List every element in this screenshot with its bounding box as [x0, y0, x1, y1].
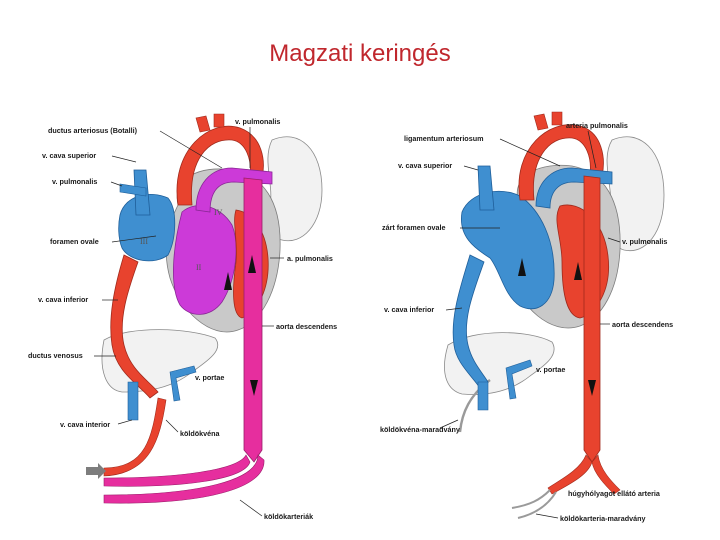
label-adult-vci: v. cava inferior: [384, 305, 434, 314]
fetal-flow-arrow: [224, 272, 232, 290]
label-foramen-ovale: foramen ovale: [50, 237, 99, 246]
fetal-pulm-vein-left: [119, 183, 147, 197]
label-vpulm-left: v. pulmonalis: [52, 177, 97, 186]
fetal-left-heart-mixed: [173, 205, 237, 315]
fetal-descending-aorta: [243, 177, 263, 463]
leader-line: [445, 307, 463, 311]
label-arteria-pulmonalis: arteria pulmonalis: [566, 121, 628, 130]
leader-line: [439, 419, 459, 429]
fetal-numeral-ra: III: [140, 237, 148, 246]
fetal-umbilical-vein: [103, 397, 167, 477]
adult-flow-arrow: [574, 262, 582, 280]
adult-iliac-branches: [547, 454, 621, 495]
label-adult-vpulm: v. pulmonalis: [622, 237, 667, 246]
label-arteria: arteria pulmonalis: [566, 121, 628, 130]
adult-flow-arrow: [588, 380, 596, 396]
leader-line: [587, 130, 597, 169]
label-v-portae: v. portae: [195, 373, 224, 382]
leader-line: [117, 419, 133, 425]
adult-arch-branch-2: [551, 111, 563, 126]
fetal-lung: [267, 136, 323, 242]
fetal-lower-ivc: [127, 381, 139, 421]
fetal-umbilical-arteries: [103, 454, 265, 504]
label-vci-upper: v. cava inferior: [38, 295, 88, 304]
label-koldokarteria-maradvany: köldökarteria-maradvány: [560, 514, 646, 523]
label-ductus-arteriosus: ductus arteriosus (Botalli): [48, 126, 138, 135]
label-koldokarteriak: köldökarteriák: [264, 512, 313, 521]
label-adult-aorta-desc: aorta descendens: [612, 320, 673, 329]
fetal-flow-arrow: [250, 380, 258, 396]
fetal-ivc-ductus-venosus: [110, 254, 159, 399]
adult-right-heart: [460, 190, 555, 310]
leader-line: [607, 237, 621, 243]
label-zart-foramen: zárt foramen ovale: [382, 223, 446, 232]
fetal-flow-arrow: [248, 255, 256, 273]
fetal-portal-vein: [169, 365, 197, 402]
leader-line: [239, 499, 263, 517]
adult-lower-ivc: [477, 381, 489, 411]
label-aorta-desc: aorta descendens: [276, 322, 337, 331]
label-vci-lower: v. cava interior: [60, 420, 110, 429]
leader-line: [499, 138, 561, 167]
adult-arch-branch-1: [533, 113, 549, 131]
fetal-circulation-diagram: III IV II ductus arteriosus (Botalli) v.…: [28, 113, 337, 521]
adult-svc: [477, 165, 495, 211]
label-koldokvena: köldökvéna: [180, 429, 221, 438]
leader-line: [110, 181, 123, 187]
fetal-umbilical-arrow: [86, 463, 106, 479]
label-vpulm-top: v. pulmonalis: [235, 117, 280, 126]
leader-line: [111, 155, 137, 163]
fetal-arch-branch-2: [213, 113, 225, 128]
adult-umbilical-remnants: [511, 489, 557, 519]
adult-portal-vein: [505, 359, 533, 400]
leader-line: [111, 235, 157, 243]
leader-line: [159, 130, 223, 169]
label-ligamentum: ligamentum arteriosum: [404, 134, 483, 143]
slide-title: Magzati keringés: [269, 40, 451, 67]
label-adult-v-portae: v. portae: [536, 365, 565, 374]
adult-circulation-diagram: arteria pulmonalis ligamentum arteriosum…: [380, 111, 673, 523]
label-adult-vcs: v. cava superior: [398, 161, 452, 170]
leader-line: [165, 419, 179, 433]
leader-line: [463, 165, 479, 171]
adult-flow-arrow: [518, 258, 526, 276]
label-ductus-venosus: ductus venosus: [28, 351, 83, 360]
adult-descending-aorta: [583, 175, 601, 463]
adult-lung: [606, 136, 665, 252]
fetal-numeral-lv: II: [196, 263, 202, 272]
label-koldokvena-maradvany: köldökvéna-maradvány: [380, 425, 460, 434]
fetal-numeral-la: IV: [214, 208, 223, 217]
label-hugyholyag: húgyhólyagot ellátó arteria: [568, 489, 661, 498]
fetal-arch-branch-1: [195, 115, 211, 133]
label-a-pulmonalis: a. pulmonalis: [287, 254, 333, 263]
leader-line: [535, 513, 559, 519]
adult-liver: [444, 332, 555, 395]
label-vcs: v. cava superior: [42, 151, 96, 160]
